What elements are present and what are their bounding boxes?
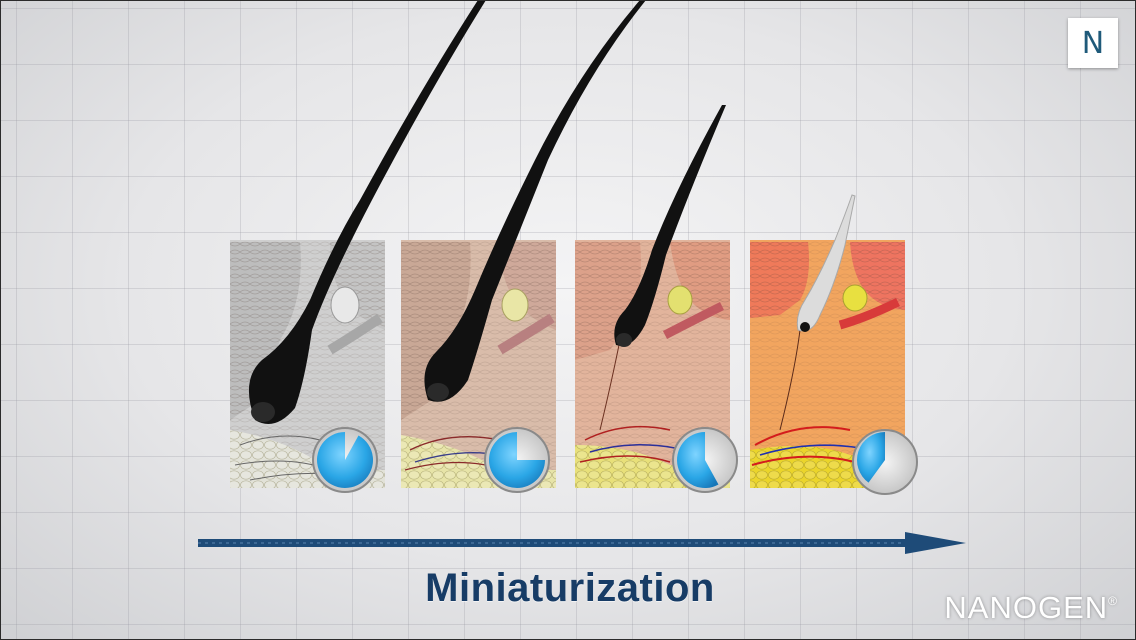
stage-panel-4 (750, 194, 918, 495)
brand-logo: NANOGEN® (928, 590, 1118, 626)
stage-panel-3 (575, 105, 738, 493)
hair-strand-icon (424, 0, 646, 402)
clock-fill-wedge (317, 432, 374, 488)
hair-strand-icon (614, 105, 726, 346)
stage-panel-2 (401, 0, 646, 493)
clock-fill-wedge (857, 432, 885, 483)
clock-fill-wedge (489, 432, 545, 488)
arrow-right-icon (905, 532, 966, 554)
hair-strand-icon (248, 0, 486, 424)
caption-title: Miniaturization (425, 566, 715, 610)
hair-strand-icon (796, 194, 856, 332)
clock-fill-wedge (677, 432, 719, 488)
brand-name: NANOGEN (944, 590, 1109, 625)
n-logo-icon[interactable]: N (1068, 18, 1118, 68)
registered-mark: ® (1108, 594, 1118, 608)
progression-arrow (198, 532, 966, 554)
corner-logo-letter: N (1081, 25, 1105, 61)
stage-panel-1 (230, 0, 486, 493)
